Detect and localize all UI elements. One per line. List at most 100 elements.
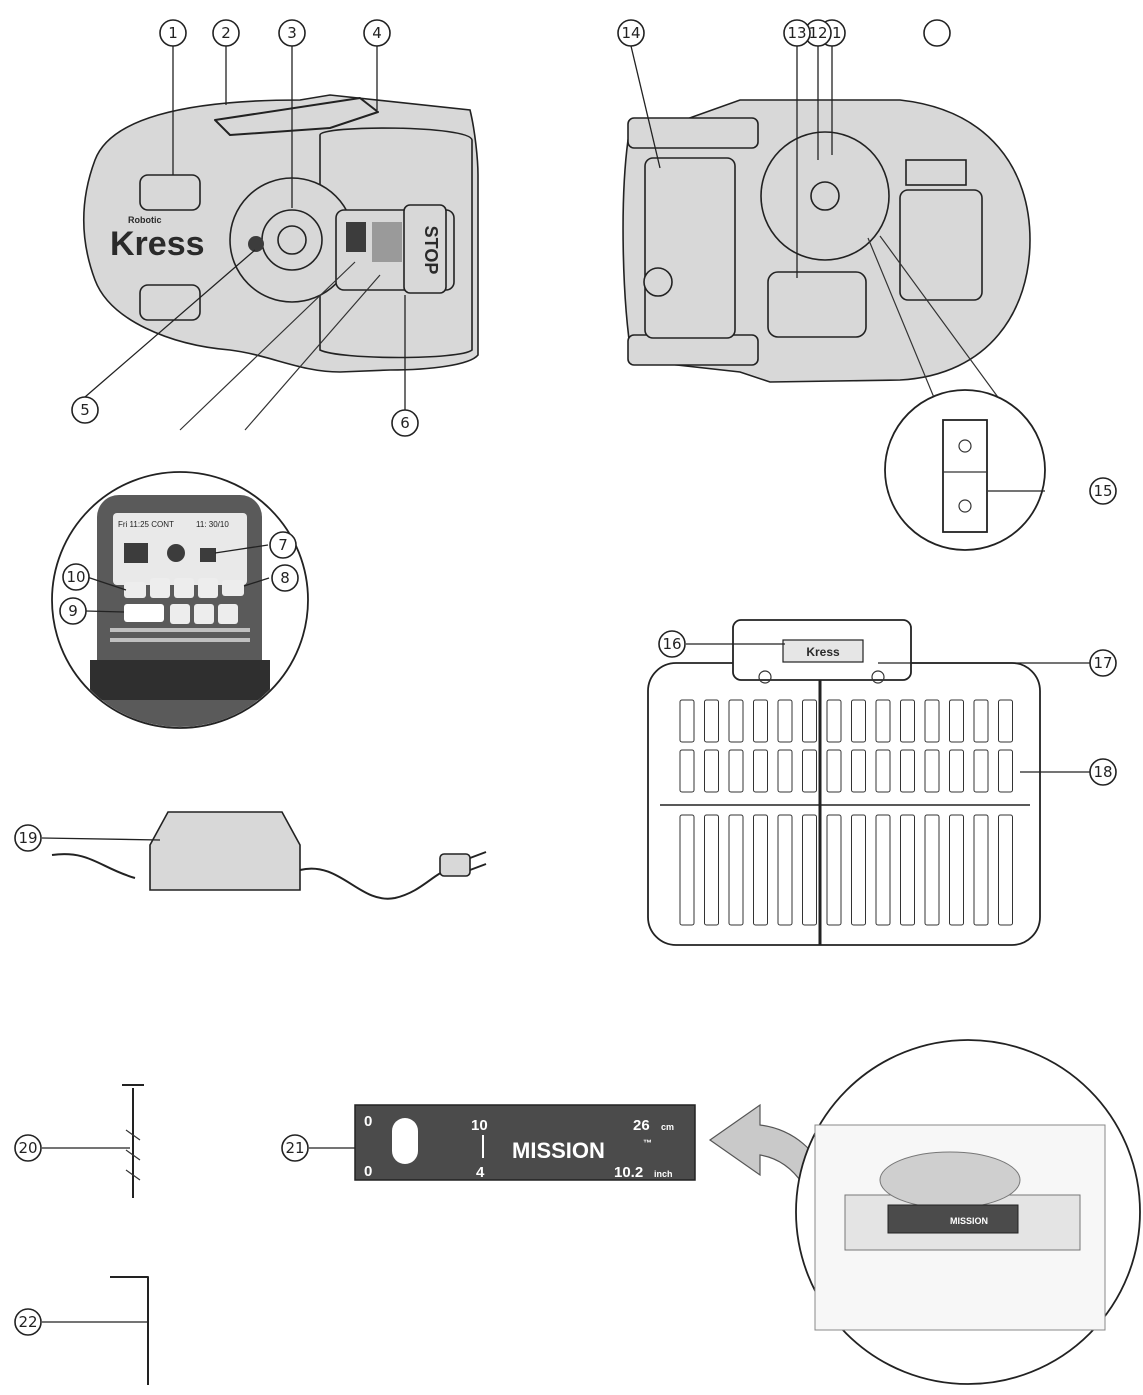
- station-slot: [998, 749, 1013, 793]
- lcd-status-text: Fri 11:25 CONT: [118, 520, 174, 529]
- callout-number: 22: [18, 1313, 37, 1331]
- packaging-inset: MISSION: [795, 1039, 1141, 1385]
- rear-slot-top: [139, 174, 201, 211]
- tool-right-top: 26: [633, 1117, 650, 1134]
- station-slot: [826, 699, 842, 743]
- callout-number: 1: [168, 24, 178, 42]
- callout-circle-15: [1089, 477, 1117, 505]
- mower-bottom-view: [622, 99, 1031, 383]
- callout-circle-5: [71, 396, 99, 424]
- charging-contact-right: [871, 670, 885, 684]
- callout-number: 15: [1093, 482, 1112, 500]
- station-slot: [753, 749, 768, 793]
- station-brand-text: Kress: [806, 645, 840, 659]
- peg: [122, 1084, 144, 1198]
- station-slot: [900, 699, 915, 743]
- lock-icon: [200, 548, 216, 562]
- callout-number: 9: [68, 602, 78, 620]
- brand-logo-text: Kress: [110, 225, 205, 263]
- station-slot: [875, 699, 891, 743]
- station-slot: [949, 814, 964, 926]
- tool-mid-top: 10: [471, 1117, 488, 1134]
- callout-number: 4: [372, 24, 382, 42]
- cutting-height-tool: 0 0 10 4 MISSION ™ 26 cm 10.2 inch: [354, 1104, 696, 1181]
- station-slot: [949, 749, 964, 793]
- down-button[interactable]: [194, 604, 214, 624]
- callout-circle-4: [363, 19, 391, 47]
- ok-button[interactable]: [222, 580, 244, 596]
- station-slot: [949, 699, 964, 743]
- right-button[interactable]: [218, 604, 238, 624]
- callout-number: 13: [787, 24, 806, 42]
- callout-circle-blank: [923, 19, 951, 47]
- callout-circle-22: [14, 1308, 42, 1336]
- lcd-status-right: 11: 30/10: [196, 520, 229, 529]
- power-button[interactable]: [124, 604, 164, 622]
- up-button[interactable]: [198, 578, 218, 598]
- box-tool-brand: MISSION: [950, 1216, 988, 1226]
- tool-right-bottom: 10.2: [614, 1164, 643, 1181]
- station-slot: [728, 699, 744, 743]
- tool-left-bottom: 0: [364, 1163, 372, 1180]
- station-slot: [704, 749, 719, 793]
- tool-brand-tm: ™: [643, 1138, 652, 1148]
- station-slot: [900, 749, 915, 793]
- station-slot: [851, 749, 866, 793]
- stop-button[interactable]: [403, 204, 447, 294]
- rain-sensor: [248, 236, 264, 252]
- back-button[interactable]: [174, 578, 194, 598]
- station-slot: [802, 699, 817, 743]
- station-slot: [826, 814, 842, 926]
- callout-circle-1: [159, 19, 187, 47]
- station-slot: [851, 699, 866, 743]
- station-slot: [777, 814, 793, 926]
- callout-circle-18: [1089, 758, 1117, 786]
- callout-number: 20: [18, 1139, 37, 1157]
- station-slot: [875, 749, 891, 793]
- charging-station: Kress: [647, 619, 1041, 946]
- station-slot: [679, 749, 695, 793]
- callout-circle-13: [783, 19, 811, 47]
- station-slot: [998, 814, 1013, 926]
- callout-circle-19: [14, 824, 42, 852]
- callout-circle-20: [14, 1134, 42, 1162]
- station-slot: [679, 814, 695, 926]
- station-slot: [826, 749, 842, 793]
- callout-number: 14: [621, 24, 640, 42]
- station-slot: [704, 814, 719, 926]
- station-slot: [924, 749, 940, 793]
- callout-circle-2: [212, 19, 240, 47]
- callout-number: 7: [278, 536, 288, 554]
- left-button[interactable]: [170, 604, 190, 624]
- callout-number: 18: [1093, 763, 1112, 781]
- callout-number: 6: [400, 414, 410, 432]
- tool-left-top: 0: [364, 1113, 372, 1130]
- station-slot: [802, 814, 817, 926]
- callout-circle-21: [281, 1134, 309, 1162]
- station-slot: [753, 814, 768, 926]
- power-supply: [51, 811, 487, 900]
- callout-number: 2: [221, 24, 231, 42]
- callout-number: 8: [280, 569, 290, 587]
- callout-circle-16: [658, 630, 686, 658]
- callout-number: 17: [1093, 654, 1112, 672]
- home-button[interactable]: [150, 578, 170, 598]
- front-wheel-top: [627, 117, 759, 149]
- station-slot: [728, 749, 744, 793]
- station-slot: [900, 814, 915, 926]
- rear-slot-bottom: [139, 284, 201, 321]
- tool-right-top-unit: cm: [661, 1122, 674, 1132]
- front-wheel-bottom: [627, 334, 759, 366]
- menu-button[interactable]: [124, 582, 146, 598]
- callout-number: 21: [285, 1139, 304, 1157]
- station-slot: [924, 699, 940, 743]
- stop-label: STOP: [421, 226, 441, 275]
- callout-circle-10: [62, 563, 90, 591]
- station-slot: [851, 814, 866, 926]
- callout-circle-7: [269, 531, 297, 559]
- clock-icon: [167, 544, 185, 562]
- station-slot: [728, 814, 744, 926]
- tool-brand: MISSION: [512, 1138, 605, 1163]
